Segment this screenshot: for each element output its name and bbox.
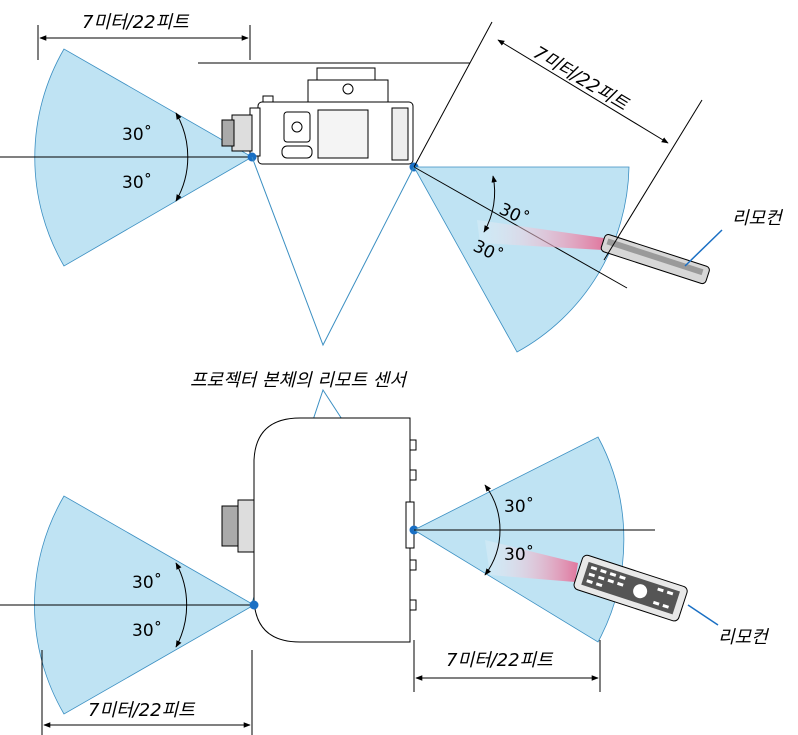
sensor-label: 프로젝터 본체의 리모트 센서: [190, 370, 408, 391]
angle-label: 30˚: [504, 544, 534, 565]
angle-label: 30˚: [132, 572, 162, 593]
bottom-diagram: 30˚ 30˚ 30˚ 30˚: [0, 417, 770, 735]
sensor-dot: [249, 600, 259, 610]
remote-control-bottom: [573, 554, 688, 622]
remote-control-top: [600, 234, 710, 285]
distance-label: 7미터/22피트: [529, 42, 632, 116]
remote-beam: [485, 540, 578, 582]
projector-top-view: [221, 417, 417, 643]
remote-label: 리모컨: [718, 627, 770, 648]
angle-label: 30˚: [504, 496, 534, 517]
angle-label: 30˚: [122, 172, 152, 193]
top-diagram: 30˚ 30˚ 7미터/22피트: [0, 12, 784, 353]
distance-label: 7미터/22피트: [82, 12, 190, 33]
range-cone-top-right: [413, 166, 630, 353]
angle-label: 30˚: [122, 124, 152, 145]
distance-label: 7미터/22피트: [446, 650, 554, 671]
angle-label: 30˚: [132, 620, 162, 641]
distance-label: 7미터/22피트: [88, 700, 196, 721]
range-cone-bottom-right: [413, 436, 625, 643]
projector-ceiling: [221, 67, 414, 165]
remote-beam: [477, 220, 604, 250]
remote-label: 리모컨: [732, 208, 784, 229]
